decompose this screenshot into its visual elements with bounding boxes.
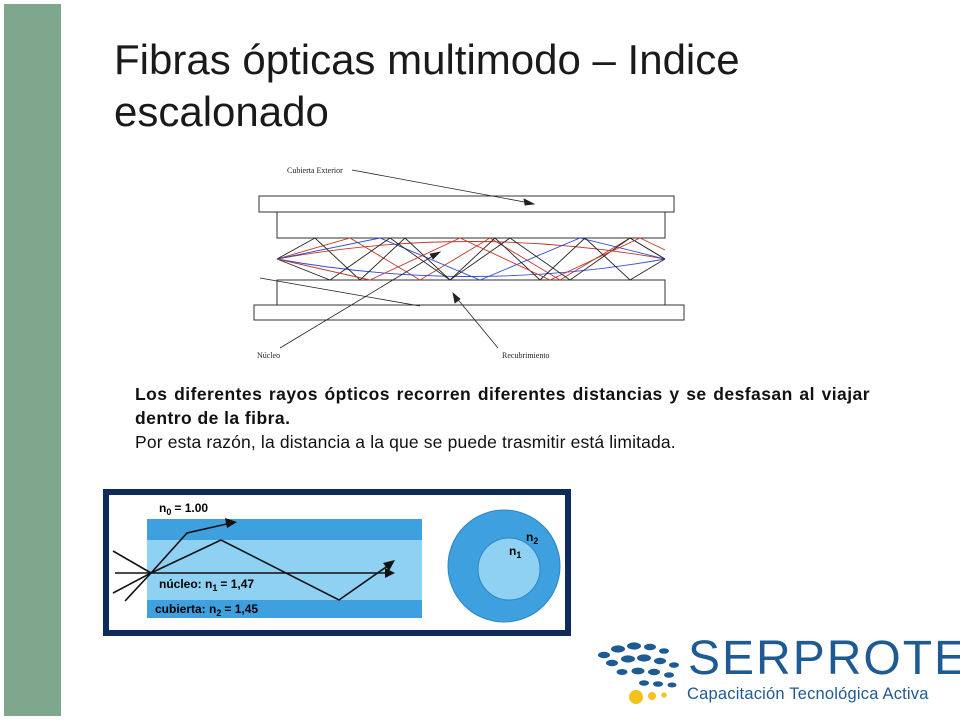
light-rays — [276, 237, 666, 281]
callout-jacket-bottom — [259, 277, 421, 307]
incident-ray-1 — [112, 572, 152, 594]
logo-wordmark: SERPROTEL — [688, 632, 960, 685]
outer-jacket-top — [258, 195, 675, 213]
fiber-cross-section-core — [477, 537, 541, 601]
escaping-ray — [150, 522, 232, 574]
guided-ray-zigzag — [150, 539, 390, 601]
core-band — [147, 540, 422, 600]
logo-dot-swoosh-icon — [598, 642, 679, 704]
exit-ray — [124, 572, 152, 602]
cladding-band-bottom — [147, 600, 422, 618]
label-n0: n0= 1.00 — [159, 501, 208, 517]
callout-jacket — [351, 169, 531, 204]
fiber-layers — [253, 195, 685, 321]
step-index-fiber-diagram: Cubierta Exterior Núcleo Recubrimiento — [253, 166, 685, 360]
callout-jacket-arrow — [523, 198, 536, 206]
callout-cladding — [454, 295, 499, 349]
ray-blue-2 — [276, 237, 666, 281]
arrow-axial — [385, 568, 395, 578]
arrow-escaping — [225, 518, 237, 528]
serprotel-logo: SERPROTEL Capacitación Tecnológica Activ… — [594, 632, 960, 710]
label-ring-n1: n1 — [509, 544, 521, 560]
incident-ray-2 — [112, 550, 152, 574]
callout-cladding-arrow — [452, 291, 461, 304]
side-accent-bar — [4, 4, 61, 716]
ray-red-3 — [276, 237, 666, 281]
ray-black-1 — [276, 237, 666, 281]
label-cladding: Recubrimiento — [502, 351, 550, 360]
label-ring-n2: n2 — [526, 530, 538, 546]
panel-arrowheads — [225, 518, 395, 578]
label-outer-jacket: Cubierta Exterior — [287, 166, 343, 175]
label-cladding-index: cubierta: n2= 1,45 — [155, 602, 258, 618]
body-text: Los diferentes rayos ópticos recorren di… — [135, 382, 870, 454]
cladding-top — [276, 211, 666, 239]
label-core: Núcleo — [257, 351, 280, 360]
arrow-zigzag — [383, 560, 395, 571]
cladding-bottom — [276, 279, 666, 306]
slide-title: Fibras ópticas multimodo – Indice escalo… — [114, 36, 740, 135]
callout-core-arrow — [429, 251, 442, 260]
label-core-index: núcleo: n1= 1,47 — [159, 577, 254, 593]
cladding-band-top — [147, 519, 422, 540]
body-plain-paragraph: Por esta razón, la distancia a la que se… — [135, 432, 676, 452]
body-bold-paragraph: Los diferentes rayos ópticos recorren di… — [135, 384, 870, 428]
panel-rays — [112, 522, 390, 602]
refractive-index-panel: n0= 1.00 núcleo: n1= 1,47 cubierta: n2= … — [103, 489, 571, 636]
ray-blue-1 — [276, 258, 666, 277]
callout-core — [279, 253, 437, 349]
logo-tagline: Capacitación Tecnológica Activa — [687, 685, 929, 703]
callout-lines — [259, 169, 536, 349]
